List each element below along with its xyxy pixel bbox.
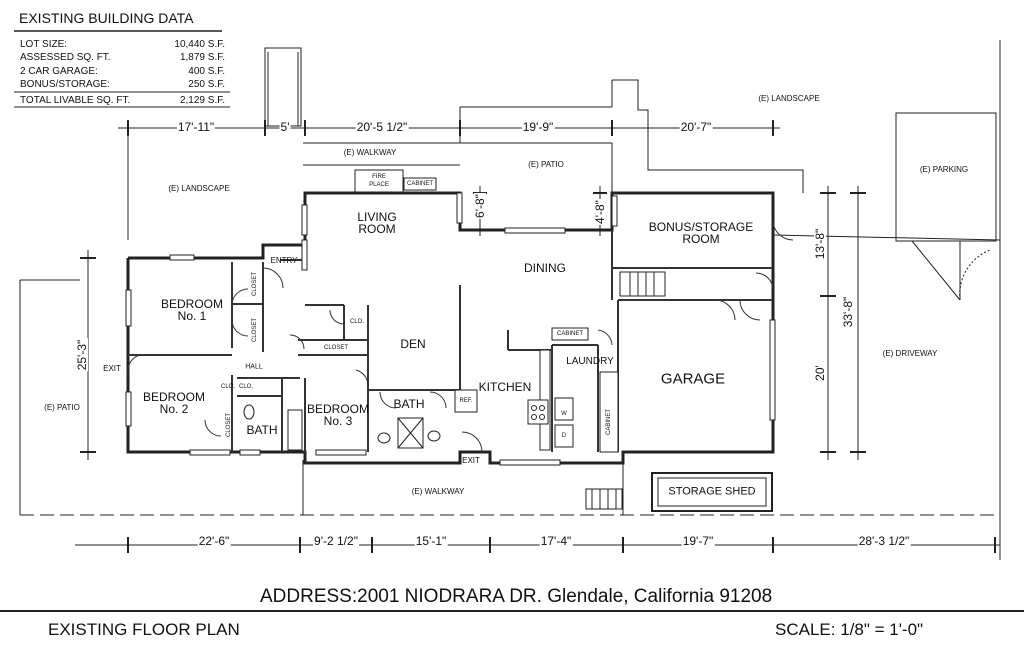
room-label: No. 1 [177,309,207,323]
clo-label: CLO. [220,384,236,390]
dimension-label: 33'-8" [841,295,855,329]
dimension-label: 25'-3" [75,338,89,372]
data-row-value: 10,440 S.F. [174,39,225,50]
room-hall: HALL [245,363,263,371]
dimension-label: 17'-4" [539,534,573,548]
cabinet-label: CABINET [556,331,584,337]
patio-left-label: (E) PATIO [44,403,80,412]
room-laundry: LAUNDRY [566,356,614,367]
room-den: DEN [400,337,426,351]
room-bonus-storage: BONUS/STORAGE ROOM [649,221,753,245]
exit-label: EXIT [462,456,480,465]
room-dining: DINING [524,261,566,275]
closet-label: CLOSET [226,412,232,438]
clo-label: CLO. [238,384,254,390]
room-bedroom-1: BEDROOM No. 1 [161,298,223,322]
address-label: ADDRESS:2001 NIODRARA DR. Glendale, Cali… [260,586,773,607]
data-row: LOT SIZE: 10,440 S.F. [20,39,225,51]
dimension-label: 20'-7" [679,120,713,134]
room-label: BEDROOM [306,402,370,416]
washer-label: W [561,411,567,417]
room-bedroom-2: BEDROOM No. 2 [143,391,205,415]
dimension-label: 22'-6" [197,534,231,548]
data-row-label: ASSESSED SQ. FT. [20,52,111,63]
room-storage-shed: STORAGE SHED [668,485,756,498]
clo-label: CLO. [349,319,365,325]
room-bath-2: BATH [393,397,425,411]
landscape-top-label: (E) LANDSCAPE [758,94,820,103]
cabinet-label: CABINET [406,181,434,187]
dimension-label: 4'-8" [593,199,607,225]
data-row-label: LOT SIZE: [20,39,68,50]
room-label: BEDROOM [142,390,206,404]
walkway-bottom-label: (E) WALKWAY [411,487,465,496]
room-garage: GARAGE [660,370,726,388]
room-label: BEDROOM [160,297,224,311]
data-row-label: TOTAL LIVABLE SQ. FT. [20,95,131,106]
dimension-label: 20'-5 1/2" [355,120,409,134]
dimension-label: 15'-1" [414,534,448,548]
room-label: ROOM [682,232,720,246]
dimension-label: 13'-8" [813,227,827,261]
data-row-value: 400 S.F. [188,66,225,77]
data-row: BONUS/STORAGE: 250 S.F. [20,79,225,91]
data-row: 2 CAR GARAGE: 400 S.F. [20,66,225,78]
dryer-label: D [561,433,567,439]
parking-label: (E) PARKING [919,165,969,174]
closet-label: CLOSET [252,271,258,297]
dimension-label: 5' [279,120,291,134]
dimension-label: 19'-7" [681,534,715,548]
building-data-title: EXISTING BUILDING DATA [19,10,194,26]
room-kitchen: KITCHEN [478,380,532,394]
driveway-label: (E) DRIVEWAY [882,349,938,358]
cabinet-label: CABINET [606,408,612,436]
room-label: ROOM [358,222,396,236]
room-label: No. 3 [323,414,353,428]
exit-label: EXIT [103,364,121,373]
ref-label: REF. [459,398,473,404]
sheet-title: EXISTING FLOOR PLAN [48,620,240,639]
dimension-label: 9'-2 1/2" [313,534,359,548]
walkway-top-label: (E) WALKWAY [343,148,397,157]
room-bath-1: BATH [246,423,278,437]
data-row: TOTAL LIVABLE SQ. FT. 2,129 S.F. [20,95,225,107]
closet-label: CLOSET [252,317,258,343]
data-row-value: 1,879 S.F. [179,52,225,63]
dimension-label: 28'-3 1/2" [857,534,911,548]
room-label: BONUS/STORAGE [648,220,754,234]
dimension-label: 20' [813,364,827,382]
room-label: LIVING [357,210,397,224]
dimension-label: 6'-8" [473,193,487,219]
room-bedroom-3: BEDROOM No. 3 [307,403,369,427]
landscape-left-label: (E) LANDSCAPE [168,184,230,193]
dimension-label: 19'-9" [521,120,555,134]
room-living: LIVING ROOM [357,211,396,235]
data-row-label: BONUS/STORAGE: [20,79,110,90]
scale-label: SCALE: 1/8" = 1'-0" [775,620,924,639]
data-row: ASSESSED SQ. FT. 1,879 S.F. [20,52,225,64]
patio-top-label: (E) PATIO [528,160,564,169]
fireplace-label-line2: PLACE [369,182,389,188]
dimension-label: 17'-11" [176,120,216,134]
data-row-label: 2 CAR GARAGE: [20,66,98,77]
data-row-value: 2,129 S.F. [179,95,225,106]
closet-label: CLOSET [323,345,349,351]
data-row-value: 250 S.F. [188,79,225,90]
fireplace-label-line1: FIRE [372,174,386,180]
room-entry: ENTRY [270,256,298,265]
room-label: No. 2 [159,402,189,416]
